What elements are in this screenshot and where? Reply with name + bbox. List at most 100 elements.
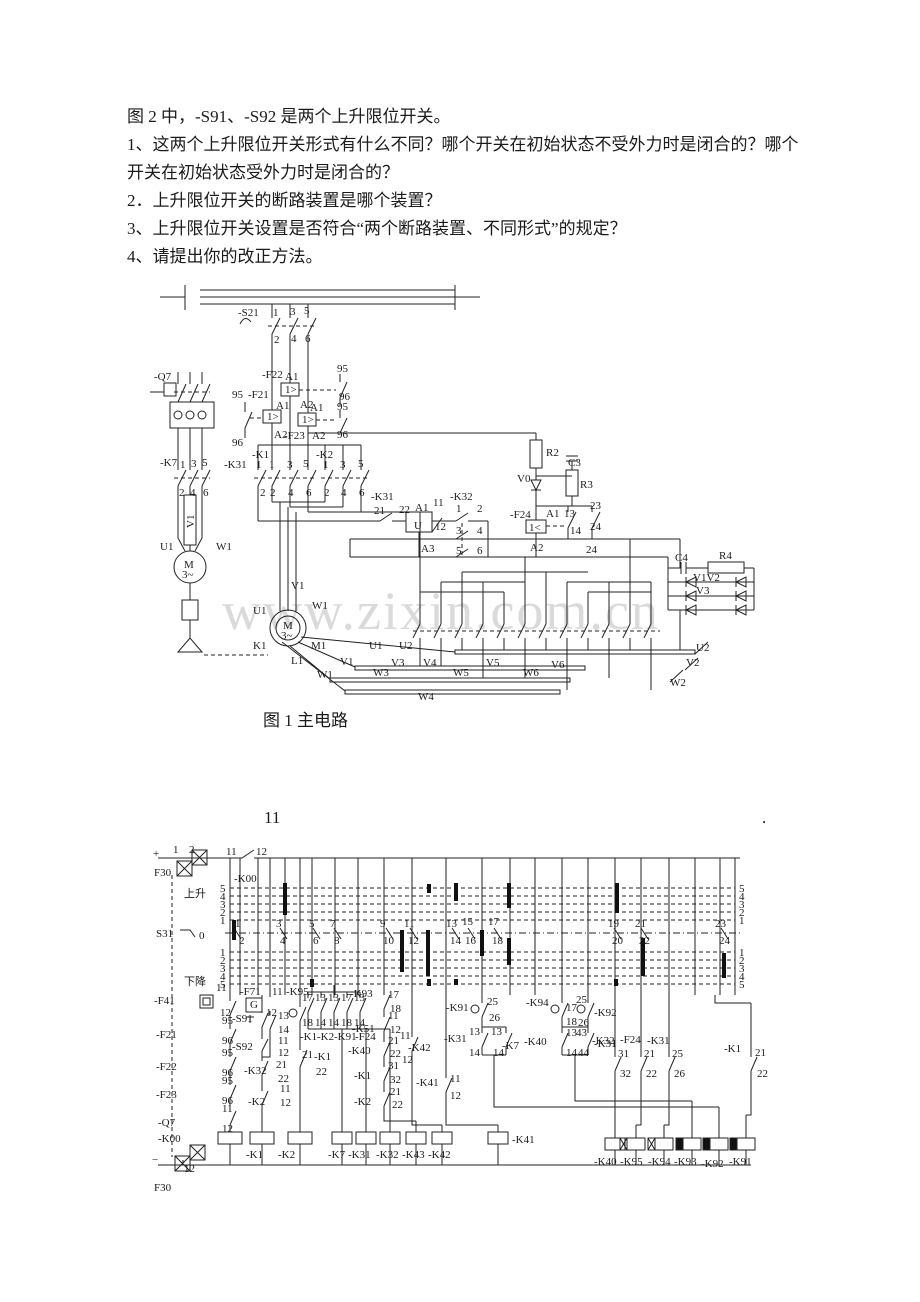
diagram-label: -K1 (300, 1031, 317, 1043)
diagram-label: 下降 (184, 974, 206, 988)
diagram-label: C4 (675, 552, 688, 564)
thermal-element (185, 410, 195, 420)
diagram-label: F30 (154, 867, 172, 879)
k92-coil (709, 1137, 729, 1151)
diagram-label: 14 (469, 1047, 481, 1059)
diagram-label: 6 (313, 935, 319, 947)
diagram-label: 26 (578, 1017, 590, 1029)
diagram-label: 96 (222, 1067, 234, 1079)
k93-coil-mark (675, 1137, 684, 1151)
diagram-label: -K93 (674, 1156, 697, 1168)
f22-relay-box (280, 382, 300, 397)
diagram-label: 5 (456, 545, 462, 557)
diagram-label: 11 (226, 846, 237, 858)
diagram-label: -K41 (416, 1077, 439, 1089)
diagram-label: -F22 (262, 369, 283, 381)
bell-symbol (176, 637, 204, 653)
diagram-label: 18 (492, 935, 504, 947)
diagram-label: 25 (576, 994, 588, 1006)
diagram-label: 12 (408, 935, 419, 947)
diagram-label: 12 (390, 1024, 401, 1036)
diagram-label: 14 (328, 1017, 340, 1029)
diagram-label: W3 (373, 667, 389, 679)
bus-bars (160, 285, 480, 310)
diagram-label: V3 (696, 585, 710, 597)
diagram-label: -Q7 (158, 1117, 176, 1129)
closed-contact-bar (426, 930, 430, 976)
closed-contact-bar (507, 938, 511, 965)
diagram-label: A3 (421, 543, 435, 555)
diagram-label: 23 (715, 918, 727, 930)
diagram-label: 4 (280, 935, 286, 947)
diagram-label: -K32 (450, 491, 473, 503)
diagram-label: K1 (253, 640, 266, 652)
diagram-label: 5 (358, 458, 364, 470)
diagram-label: 6 (306, 487, 312, 499)
diagram-label: 12 (280, 1097, 291, 1109)
diagram-label: 1 (220, 947, 226, 959)
diagram-label: 22 (639, 935, 650, 947)
diagram-label: 95 (222, 1015, 234, 1027)
closed-contact-bar (614, 979, 618, 986)
diagram-label: -K31 (444, 1033, 467, 1045)
f41-inner-box (202, 997, 211, 1006)
closed-contact-bars (232, 883, 726, 987)
diagram-label: 13 (315, 992, 327, 1004)
diagram-label: 17 (566, 1002, 578, 1014)
diagram-label: -F24 (620, 1034, 641, 1046)
diagram-label: 4 (341, 487, 347, 499)
k94-delay-symbol (550, 1004, 560, 1014)
diagram-label: -F21 (156, 1029, 177, 1041)
diagram-label: 3 (290, 306, 296, 318)
diagram-label: 1 (323, 459, 329, 471)
diagram-label: 95 (337, 401, 349, 413)
k94-coil (654, 1137, 674, 1151)
diagram-label: U (414, 520, 422, 532)
question-line: 3、上升限位开关设置是否符合“两个断路装置、不同形式”的规定？ (127, 219, 627, 238)
k40-coil (604, 1137, 626, 1151)
diagram-label: 5 (202, 457, 208, 469)
diagram-label: A1 (285, 371, 298, 383)
diagram-label: 12 (435, 521, 446, 533)
f41-device-box (199, 994, 214, 1009)
diagram-label: -S91 (232, 1013, 253, 1025)
diagram-label: R4 (719, 550, 732, 562)
diagram-label: 0 (199, 930, 205, 942)
diagram-label: 22 (757, 1068, 768, 1080)
diagram-label: 上升 (184, 887, 206, 900)
u-rectifier-box (405, 511, 433, 533)
diagram-label: -K31 (647, 1035, 670, 1047)
k42-coil (431, 1131, 453, 1145)
diagram-label: W6 (523, 667, 539, 679)
motor2-inner (275, 615, 301, 641)
diagram-label: -K1 (314, 1051, 331, 1063)
diagram-label: -K7 (328, 1149, 346, 1161)
diagram-label: V6 (551, 659, 565, 671)
diagram-label: W1 (312, 600, 328, 612)
diagram-label: 5 (309, 918, 315, 930)
diagram-label: R3 (580, 479, 593, 491)
diagram-label: 1 (456, 503, 462, 515)
diagram-label: 15 (462, 916, 474, 928)
diagram-label: W2 (670, 677, 686, 689)
k93-coil (682, 1137, 702, 1151)
closed-contact-bar (232, 920, 236, 940)
diagram-label: 21 (302, 1049, 313, 1061)
k43-coil (405, 1131, 427, 1145)
diagram-label: -K51 (352, 1023, 375, 1035)
diagram-label: -K00 (234, 873, 257, 885)
diagram-label: V3 (391, 657, 405, 669)
diagram-label: A1 (310, 402, 323, 414)
k95-delay-symbol (288, 1008, 298, 1018)
diagram-label: 96 (232, 437, 244, 449)
diagram-label: M (283, 620, 293, 632)
diagram-label: 14 (493, 1047, 505, 1059)
diagram-label: -F24 (355, 1031, 376, 1043)
diagram-label: 96 (337, 429, 349, 441)
diagram-label: 1> (285, 384, 297, 396)
diagram-label: -F71 (240, 986, 261, 998)
closed-contact-bar (400, 930, 404, 972)
question-line: 开关在初始状态受外力时是闭合的？ (127, 163, 399, 182)
